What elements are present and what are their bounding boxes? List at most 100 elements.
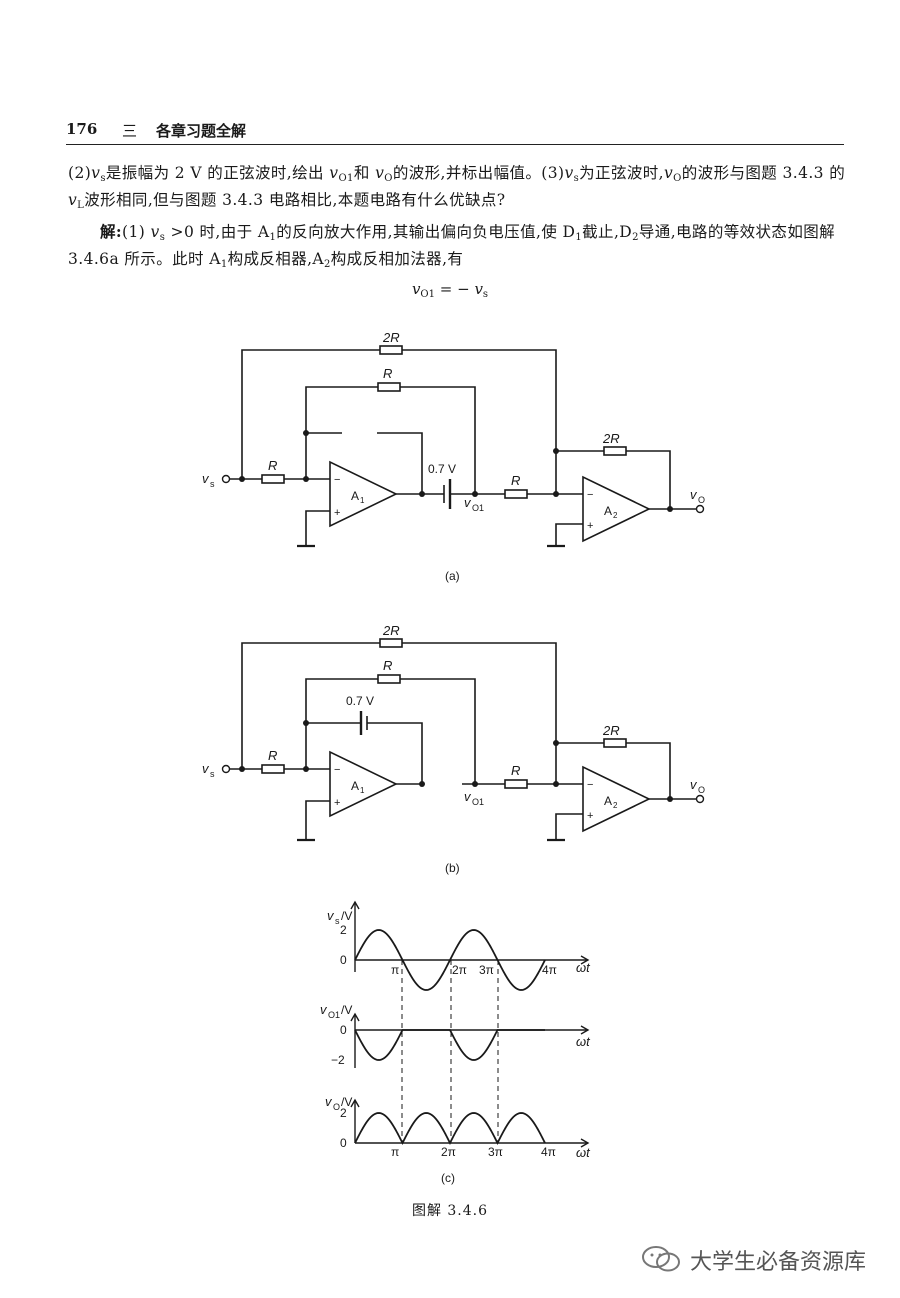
question-paragraph: (2)vs是振幅为 2 V 的正弦波时,绘出 vO1和 vO的波形,并标出幅值。… [68, 160, 846, 214]
label-A1: A [351, 489, 359, 503]
text-run: 导通,电路的等效状态如图解 3.4.6a 所示。此时 A [68, 223, 836, 268]
var-v: v [68, 191, 78, 209]
var-sub: 1 [220, 259, 228, 270]
tick-3pi: 3π [488, 1145, 503, 1159]
text-run: 截止,D [582, 223, 633, 241]
label-vO-sub: O [698, 495, 705, 505]
circuit-b: 2R R R R 2R 0.7 V v s v O1 v O A 1 A 2 −… [202, 623, 705, 875]
tick-2: 2 [340, 923, 347, 937]
label-vO-sub: O [698, 785, 705, 795]
label-A2-sub: 2 [613, 511, 618, 520]
resistor-2R-a2 [603, 446, 627, 456]
label-2R: 2R [602, 431, 620, 446]
tick-2pi: 2π [452, 963, 467, 977]
solution-label: 解: [100, 222, 123, 241]
label-A1-sub: 1 [360, 496, 365, 505]
text-run: 的反向放大作用,其输出偏向负电压值,使 D [276, 223, 576, 241]
label-vs: v [202, 761, 210, 776]
var-sub: O [384, 173, 393, 184]
tick-4pi: 4π [542, 963, 557, 977]
circuit-a: 2R R R R 2R 0.7 V v s v O1 v O A 1 A 2 −… [202, 330, 705, 583]
label-plus: + [334, 797, 340, 809]
text-run: 是振幅为 2 V 的正弦波时,绘出 [105, 164, 330, 182]
text-run: 的波形,并标出幅值。(3) [392, 164, 565, 182]
label-vO: v [690, 777, 698, 792]
watermark: 大学生必备资源库 [640, 1240, 880, 1276]
label-R: R [511, 473, 520, 488]
wechat-icon [642, 1246, 680, 1272]
chapter-title: 各章习题全解 [156, 122, 247, 140]
watermark-text: 大学生必备资源库 [690, 1250, 867, 1275]
series-vs [354, 929, 546, 991]
var-sub: 1 [269, 232, 277, 243]
header-rule [66, 144, 844, 145]
var-sub: 2 [324, 259, 331, 270]
series-vO1 [354, 1029, 545, 1061]
var-sub: 2 [632, 232, 639, 243]
label-R: R [268, 458, 277, 473]
axis-label-vO1: v [320, 1002, 328, 1017]
var-v: v [91, 164, 101, 182]
solution-paragraph: 解:(1) vs >0 时,由于 A1的反向放大作用,其输出偏向负电压值,使 D… [68, 218, 846, 273]
tick-2: 2 [340, 1106, 347, 1120]
var-v: v [329, 164, 339, 182]
label-minus: − [587, 489, 593, 501]
tick-pi: π [391, 963, 399, 977]
label-minus: − [334, 764, 340, 776]
resistor-R-input [261, 474, 285, 484]
axis-label-vs-sub: s [335, 916, 340, 926]
var-v: v [150, 223, 160, 241]
label-plus: + [587, 810, 593, 822]
label-R: R [383, 658, 392, 673]
text-run: 构成反相加法器,有 [330, 250, 464, 268]
label-vO1: v [464, 789, 472, 804]
label-minus: − [587, 779, 593, 791]
subfigure-caption-c: (c) [441, 1171, 455, 1185]
resistor-2R-top [379, 638, 403, 648]
tick-0: 0 [340, 1136, 347, 1150]
var-sub: L [77, 200, 85, 211]
page-header: 176 三 各章习题全解 [66, 120, 846, 144]
text-run: 的波形与图题 3.4.3 的 [681, 164, 846, 182]
subfigure-caption-a: (a) [445, 569, 460, 583]
opamp-a1 [329, 750, 398, 818]
var-v: v [663, 164, 674, 182]
resistor-R-feedback [377, 674, 401, 684]
var-sub: s [573, 173, 580, 184]
label-battery: 0.7 V [428, 462, 456, 476]
label-R: R [511, 763, 520, 778]
label-2R: 2R [382, 623, 400, 638]
equation: vO1 = − vs [0, 280, 900, 300]
label-plus: + [334, 507, 340, 519]
label-A2-sub: 2 [613, 801, 618, 810]
var-sub: 1 [575, 232, 583, 243]
label-A2: A [604, 794, 612, 808]
axis-label-vO-unit: /V [341, 1095, 352, 1109]
label-minus: − [334, 474, 340, 486]
resistor-R-feedback [377, 382, 401, 392]
waveform-chart: v s /V 2 0 π 2π 3π 4π ωt v O1 /V 0 −2 ωt… [320, 900, 591, 1185]
label-plus: + [587, 520, 593, 532]
tick-pi: π [391, 1145, 399, 1159]
text-run: 构成反相器,A [227, 250, 325, 268]
axis-omega-t: ωt [576, 1145, 591, 1160]
text-run: 和 [353, 164, 376, 182]
resistor-2R-top [379, 345, 403, 355]
tick-neg2: −2 [331, 1053, 345, 1067]
text-run: >0 时,由于 A [165, 223, 270, 241]
series-vO [354, 1112, 546, 1146]
axis-omega-t: ωt [576, 960, 591, 975]
opamp-a2 [582, 475, 651, 543]
var-sub: s [159, 232, 166, 243]
label-R: R [268, 748, 277, 763]
chapter-number: 三 [122, 122, 138, 140]
resistor-R-sum [504, 779, 528, 789]
label-A1: A [351, 779, 359, 793]
label-R: R [383, 366, 392, 381]
tick-3pi: 3π [479, 963, 494, 977]
tick-2pi: 2π [441, 1145, 456, 1159]
resistor-R-sum [504, 489, 528, 499]
axis-omega-t: ωt [576, 1034, 591, 1049]
axis-label-vO: v [325, 1094, 333, 1109]
label-vs: v [202, 471, 210, 486]
